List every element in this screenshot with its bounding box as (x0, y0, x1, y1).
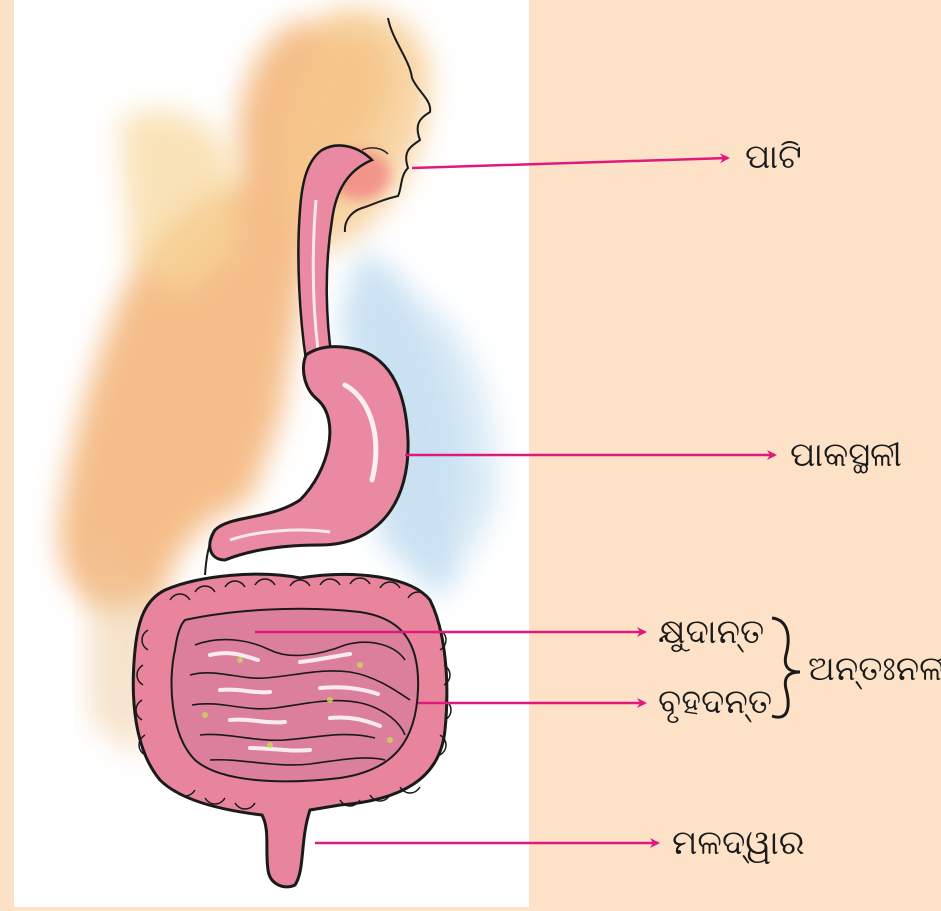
intestine-group-brace (772, 618, 800, 717)
label-intestine-group: ଅନ୍ତଃନଳୀ (808, 652, 941, 686)
label-mouth: ପାଟି (745, 140, 802, 174)
label-stomach: ପାକସ୍ଥଳୀ (790, 438, 902, 472)
label-anus: ମଳଦ୍ୱାର (672, 826, 805, 860)
label-small-intestine: କ୍ଷୁଦାନ୍ତ (658, 615, 764, 649)
label-large-intestine: ବୃହଦନ୍ତ (658, 685, 772, 719)
